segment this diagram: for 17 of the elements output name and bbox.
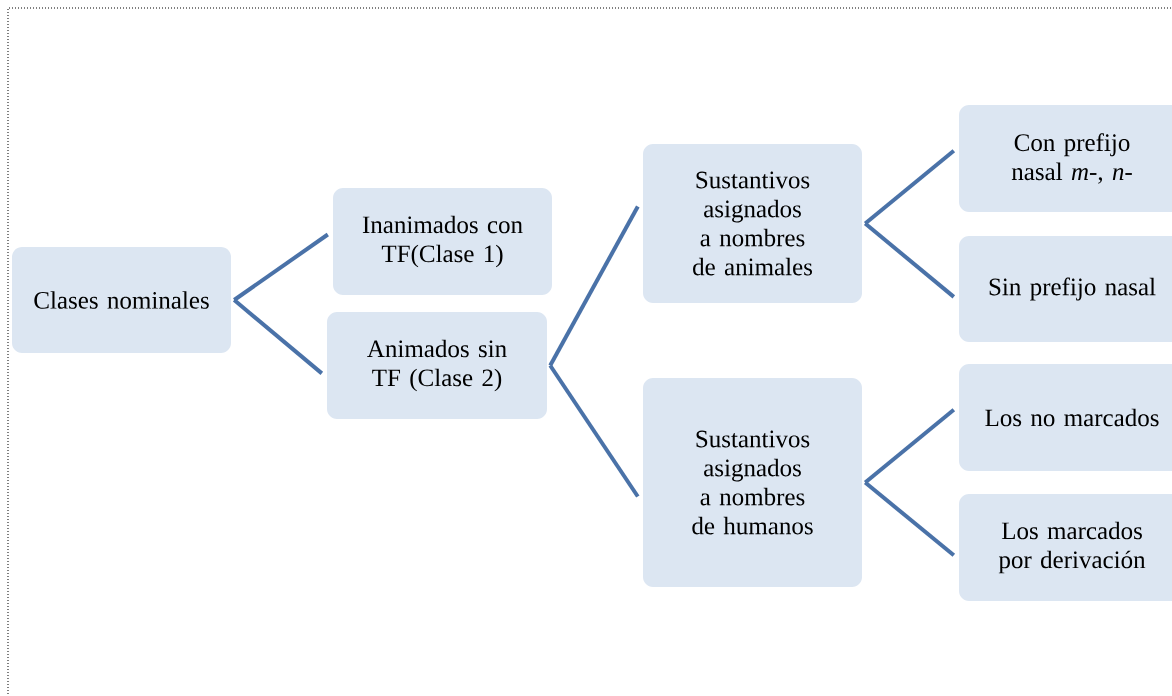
connector-line [863, 149, 956, 226]
connector-line [863, 221, 956, 299]
connector-line [863, 480, 956, 557]
category-box: Los marcados por derivación [959, 494, 1172, 601]
category-box: Los no marcados [959, 364, 1172, 471]
category-box: Con prefijo nasal m-, n- [959, 105, 1172, 212]
connector-line [548, 205, 640, 367]
category-box: Sustantivos asignados a nombres de animales [643, 144, 862, 303]
connector-line [233, 232, 329, 302]
category-box: Sustantivos asignados a nombres de humanos [643, 378, 862, 587]
category-box: Sin prefijo nasal [959, 236, 1172, 342]
category-box: Inanimados con TF(Clase 1) [333, 188, 552, 295]
category-box: Animados sin TF (Clase 2) [327, 312, 547, 419]
category-box: Clases nominales [12, 247, 231, 353]
connector-line [548, 364, 640, 498]
connector-line [863, 408, 956, 485]
connector-line [232, 298, 324, 375]
